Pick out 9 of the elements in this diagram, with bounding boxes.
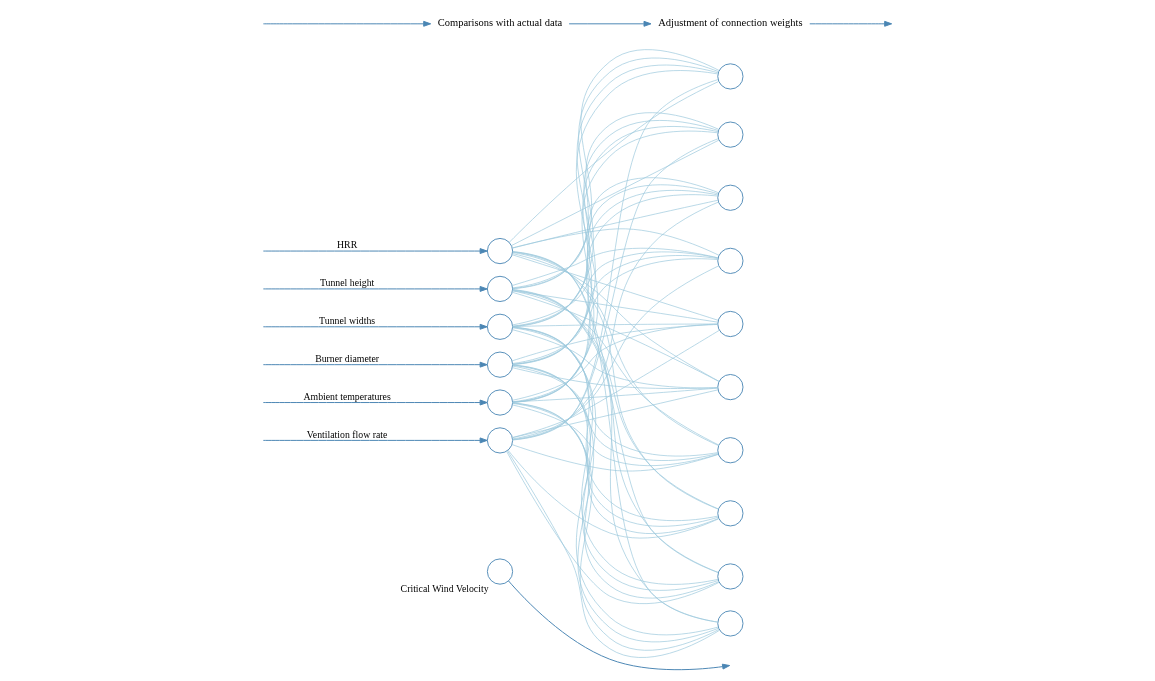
- edge-label: HRR: [337, 239, 358, 251]
- node-label: Critical Wind Velocity: [400, 583, 489, 595]
- node-text: Adjustment of connection weights: [658, 17, 803, 29]
- edge-label: Ambient temperatures: [303, 390, 391, 402]
- edge-label: Ventilation flow rate: [306, 428, 388, 440]
- node-text: Comparisons with actual data: [437, 17, 563, 29]
- edge-label: Tunnel height: [319, 277, 375, 289]
- edge-label: Tunnel widths: [319, 315, 376, 327]
- edge-label: Burner diameter: [315, 353, 380, 364]
